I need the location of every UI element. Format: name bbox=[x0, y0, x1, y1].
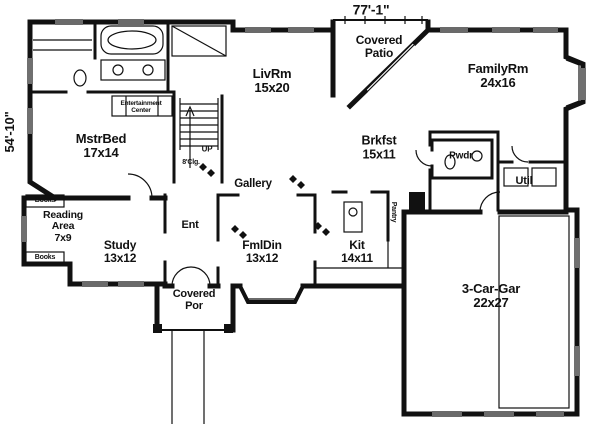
room-label-entertainment: Entertainment Center bbox=[120, 99, 162, 114]
bookshelf-lower bbox=[25, 251, 65, 265]
floor-ornament bbox=[314, 222, 330, 236]
powder-toilet bbox=[444, 154, 456, 170]
interior-walls bbox=[28, 20, 568, 289]
family-bay-inner bbox=[565, 59, 580, 107]
shower bbox=[171, 25, 227, 57]
walkway bbox=[171, 330, 205, 424]
bathtub bbox=[100, 25, 164, 55]
utility-closet bbox=[409, 192, 425, 210]
doors bbox=[127, 145, 529, 287]
kitchen-island bbox=[343, 201, 363, 233]
stairs-up-label: UP bbox=[201, 144, 213, 154]
toilet bbox=[73, 69, 87, 87]
stairs bbox=[179, 98, 219, 168]
garage-bay bbox=[498, 215, 570, 409]
dim-width-label: 77'-1" bbox=[352, 1, 390, 18]
vanity bbox=[100, 59, 166, 81]
porch-column-left bbox=[153, 324, 162, 333]
dim-height-label: 54'-10" bbox=[1, 111, 17, 153]
windows bbox=[20, 18, 587, 418]
room-label-util: Util bbox=[515, 175, 533, 188]
room-label-ent: Ent bbox=[181, 219, 199, 232]
floor-ornament bbox=[199, 163, 215, 177]
bookshelf-upper bbox=[25, 194, 65, 208]
closet-rods bbox=[33, 39, 92, 51]
room-label-covered-patio: Covered Patio bbox=[355, 33, 403, 60]
powder-sink bbox=[471, 150, 483, 162]
fixtures bbox=[25, 16, 580, 424]
books-label-lower: Books bbox=[34, 254, 56, 262]
washer bbox=[503, 167, 529, 187]
kitchen-counter bbox=[315, 240, 404, 269]
ceiling-height-label: 8'Clg. bbox=[182, 159, 200, 167]
room-label-gallery: Gallery bbox=[234, 177, 272, 190]
room-label-pantry: Pantry bbox=[389, 201, 397, 223]
floor-ornament bbox=[231, 225, 247, 239]
room-label-covered-porch: Covered Por bbox=[172, 288, 216, 312]
dryer bbox=[531, 167, 557, 187]
books-label-upper: Books bbox=[34, 197, 56, 205]
patio-edge-ticks bbox=[344, 16, 423, 24]
floor-ornament bbox=[289, 175, 305, 189]
entertainment-center-box bbox=[111, 95, 173, 117]
room-label-pwdr: Pwdr bbox=[449, 150, 473, 162]
porch-column-right bbox=[224, 324, 233, 333]
